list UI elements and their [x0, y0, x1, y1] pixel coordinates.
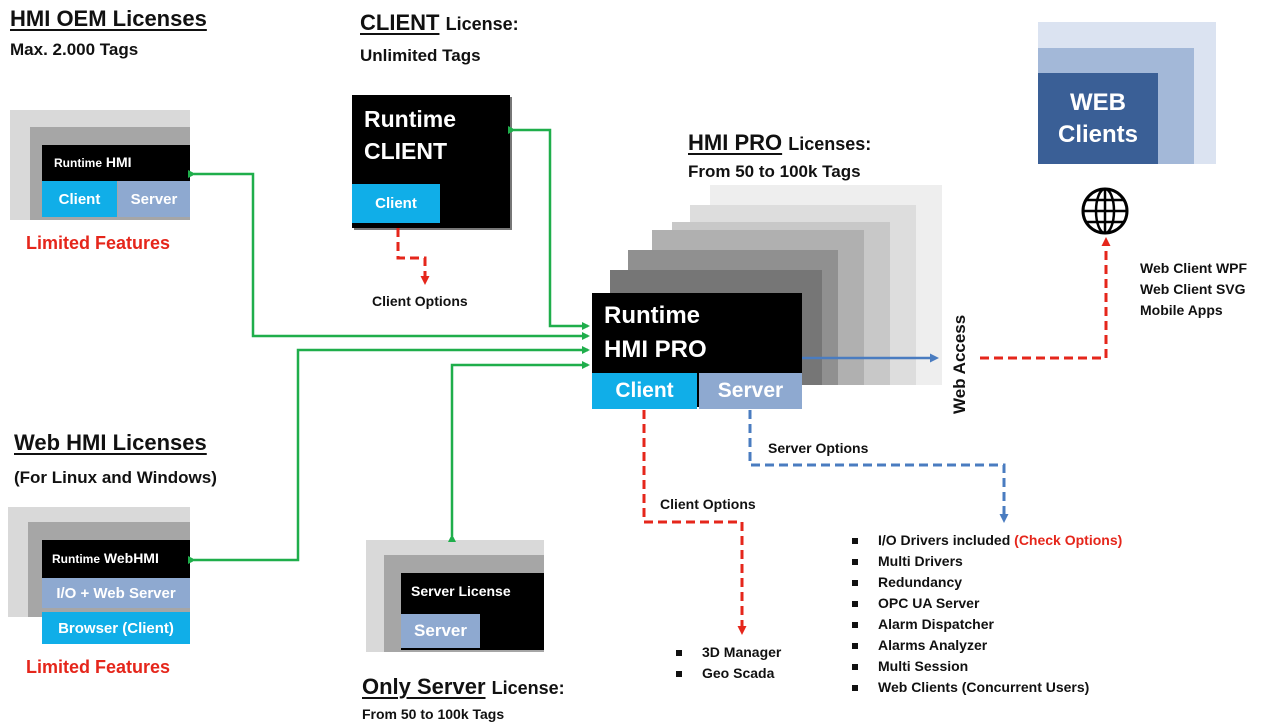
web-hmi-limited-features: Limited Features: [26, 657, 171, 677]
web-clients-line1: WEB: [1070, 88, 1126, 116]
web-client-type-mobile: Mobile Apps: [1140, 302, 1223, 318]
server-option-item: Web Clients (Concurrent Users): [846, 677, 1122, 698]
client-option-item: Geo Scada: [670, 663, 781, 684]
wire-oem-to-pro: [188, 170, 590, 340]
web-clients-line2: Clients: [1057, 120, 1138, 148]
client-options-list: 3D Manager Geo Scada: [670, 642, 781, 684]
runtime-hmi-pro-line1: Runtime: [604, 302, 700, 329]
web-clients-box: WEB Clients: [1038, 73, 1158, 164]
oem-title: HMI OEM Licenses: [10, 6, 207, 31]
web-hmi-io-server-block: I/O + Web Server: [42, 578, 190, 608]
server-option-item: Multi Session: [846, 656, 1122, 677]
globe-icon: [1081, 187, 1129, 235]
wire-web-access-to-globe: [980, 237, 1111, 360]
server-option-item: Multi Drivers: [846, 551, 1122, 572]
pro-server-block: Server: [699, 373, 802, 409]
server-only-subtitle: From 50 to 100k Tags: [362, 706, 505, 722]
oem-runtime-box: Runtime HMI: [42, 145, 190, 181]
wire-serveronly-to-pro: [448, 361, 590, 542]
server-option-item: Alarm Dispatcher: [846, 614, 1122, 635]
wire-webhmi-to-pro: [188, 346, 590, 564]
server-options-label: Server Options: [768, 440, 869, 456]
pro-client-block: Client: [592, 373, 697, 409]
server-only-server-block: Server: [401, 614, 480, 648]
web-hmi-browser-client-block: Browser (Client): [42, 612, 190, 644]
runtime-client-line1: Runtime: [364, 106, 456, 132]
client-license-subtitle: Unlimited Tags: [360, 46, 481, 65]
server-option-item: OPC UA Server: [846, 593, 1122, 614]
oem-limited-features: Limited Features: [26, 233, 171, 253]
wire-pro-server-to-options: [748, 410, 1009, 523]
server-only-title: Only Server License:: [362, 674, 565, 699]
pro-title: HMI PRO Licenses:: [688, 130, 872, 155]
wire-pro-client-to-options: [642, 410, 747, 635]
web-client-type-wpf: Web Client WPF: [1140, 260, 1248, 276]
web-hmi-runtime-box: Runtime WebHMI: [42, 540, 190, 578]
client-option-item: 3D Manager: [670, 642, 781, 663]
server-option-item: Alarms Analyzer: [846, 635, 1122, 656]
pro-subtitle: From 50 to 100k Tags: [688, 162, 861, 181]
web-hmi-subtitle: (For Linux and Windows): [14, 468, 217, 487]
server-option-item: I/O Drivers included (Check Options): [846, 530, 1122, 551]
web-client-types: Web Client WPF Web Client SVG Mobile App…: [1140, 258, 1247, 321]
server-option-item: Redundancy: [846, 572, 1122, 593]
oem-subtitle: Max. 2.000 Tags: [10, 40, 139, 59]
web-hmi-title: Web HMI Licenses: [14, 430, 207, 455]
wire-client-to-pro: [508, 126, 590, 330]
server-license-box-title: Server License: [411, 583, 511, 599]
runtime-client-line2: CLIENT: [364, 138, 448, 164]
web-client-type-svg: Web Client SVG: [1140, 281, 1246, 297]
server-options-list: I/O Drivers included (Check Options) Mul…: [846, 530, 1122, 698]
client-license-title: CLIENT License:: [360, 10, 519, 35]
wire-client-to-options: [396, 228, 430, 285]
oem-client-block: Client: [42, 181, 117, 217]
oem-server-block: Server: [118, 181, 190, 217]
client-options-label: Client Options: [660, 496, 756, 512]
runtime-hmi-pro-line2: HMI PRO: [604, 336, 707, 363]
